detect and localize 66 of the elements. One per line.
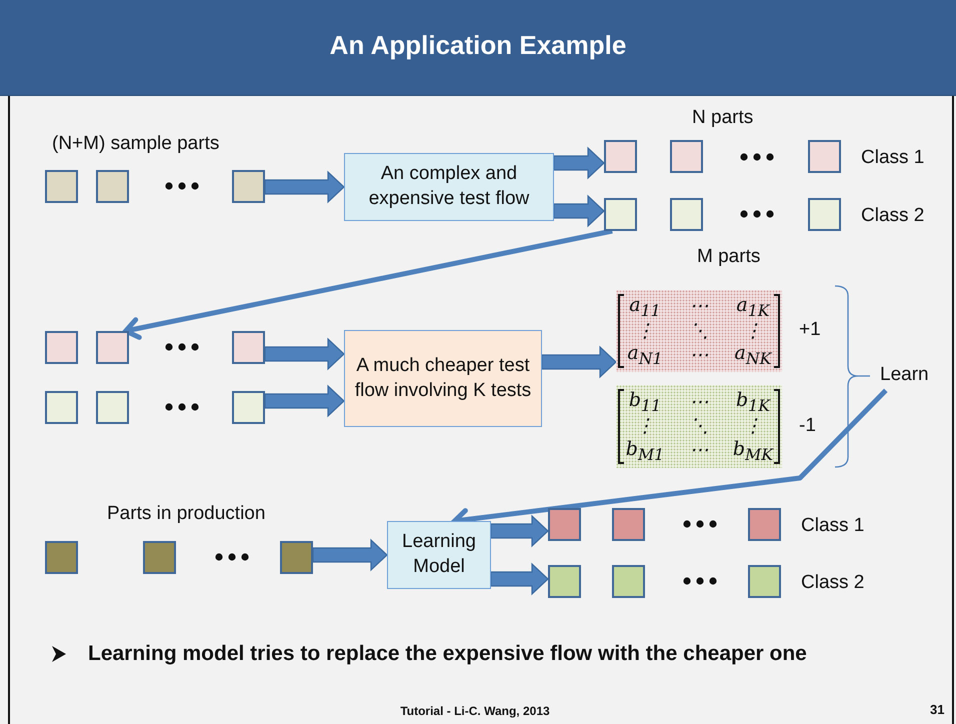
part-square <box>96 331 129 364</box>
block-arrow <box>312 538 388 572</box>
matrix-entry: ⋯ <box>690 346 708 365</box>
text-label: 31 <box>930 702 944 717</box>
matrix-entry: ⋮ <box>744 322 762 340</box>
block-arrow <box>553 194 605 228</box>
block-arrow <box>264 170 345 204</box>
part-square <box>612 565 645 598</box>
process-box: An complex and expensive test flow <box>344 153 554 221</box>
matrix-entry: b$_{1K}$ <box>736 390 770 414</box>
part-square <box>45 541 78 574</box>
part-square <box>45 170 78 203</box>
part-square <box>45 391 78 424</box>
text-label: Learning model tries to replace the expensive flow with the cheaper one <box>88 642 807 666</box>
side-label: Class 1 <box>801 514 864 536</box>
part-square <box>45 331 78 364</box>
block-arrow <box>264 384 345 418</box>
block-arrow <box>264 338 345 370</box>
matrix-entry: b$_{MK}$ <box>732 440 774 462</box>
matrix-entry: ⋯ <box>690 392 708 412</box>
matrix-entry: b$_{M1}$ <box>626 440 664 462</box>
matrix-entry: ⋯ <box>690 297 708 316</box>
part-square <box>96 170 129 203</box>
side-label: Class 2 <box>801 572 864 594</box>
matrix-entry: ⋯ <box>690 441 708 460</box>
class-value: -1 <box>799 414 816 436</box>
text-label: M parts <box>697 246 760 268</box>
text-label: (N+M) sample parts <box>52 133 220 155</box>
block-arrow <box>490 514 549 548</box>
part-square <box>96 391 129 424</box>
side-label: Class 2 <box>861 204 924 226</box>
matrix-entry: ⋮ <box>636 322 654 340</box>
matrix-entry: ⋱ <box>690 416 708 436</box>
process-box: A much cheaper test flow involving K tests <box>344 330 542 427</box>
process-box: Learning Model <box>387 521 491 589</box>
matrix-entry: a$_{1K}$ <box>736 296 770 318</box>
part-square <box>548 565 581 598</box>
matrix-entry: a$_{11}$ <box>629 296 661 318</box>
part-square <box>548 508 581 541</box>
text-label: N parts <box>692 107 754 129</box>
part-square <box>232 331 265 364</box>
part-square <box>232 170 265 203</box>
class-value: +1 <box>799 319 821 341</box>
block-arrow <box>553 146 605 180</box>
text-label: Tutorial - Li-C. Wang, 2013 <box>400 704 550 718</box>
matrix-entry: a$_{NK}$ <box>734 344 772 366</box>
part-square <box>232 391 265 424</box>
block-arrow <box>490 562 549 596</box>
matrix-entry: a$_{N1}$ <box>627 344 663 366</box>
part-square <box>670 198 703 231</box>
part-square <box>670 140 703 173</box>
block-arrow <box>541 346 617 378</box>
arrow <box>123 228 613 340</box>
side-label: Class 1 <box>861 146 924 168</box>
matrix-entry: ⋮ <box>744 416 762 436</box>
matrix-entry: ⋱ <box>690 322 708 340</box>
matrix-entry: ⋮ <box>636 416 654 436</box>
slide-title: An Application Example <box>328 30 628 61</box>
part-square <box>143 541 176 574</box>
matrix-entry: b$_{11}$ <box>628 390 662 414</box>
part-square <box>604 198 637 231</box>
part-square <box>280 541 313 574</box>
text-label: Parts in production <box>107 503 266 525</box>
learn-label: Learn <box>880 364 929 386</box>
part-square <box>604 140 637 173</box>
part-square <box>612 508 645 541</box>
